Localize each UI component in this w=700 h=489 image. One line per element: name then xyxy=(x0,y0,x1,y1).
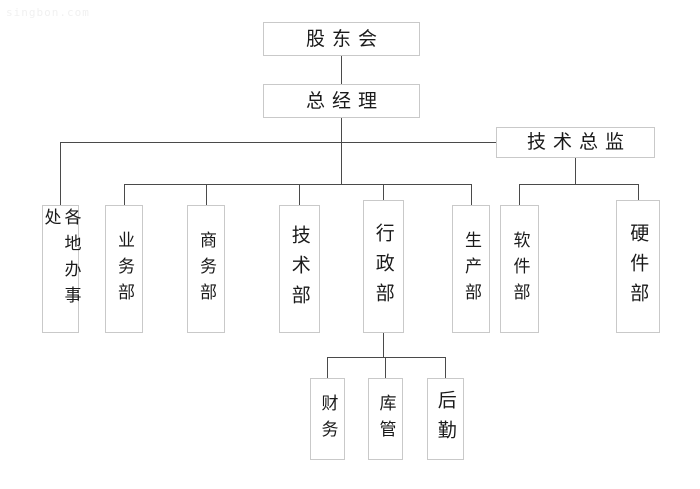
node-finance[interactable]: 财务 xyxy=(310,378,345,460)
connector-drop-technical-dept xyxy=(299,184,300,205)
node-regional-offices[interactable]: 各地办事处 xyxy=(41,205,81,333)
node-tech-director[interactable]: 技术总监 xyxy=(496,127,655,158)
connector-administration-bus xyxy=(327,357,445,358)
connector-tech-director-stem xyxy=(575,158,576,184)
node-production-dept[interactable]: 生产部 xyxy=(452,205,490,333)
node-general-manager[interactable]: 总经理 xyxy=(263,84,420,118)
connector-drop-administration-dept xyxy=(383,184,384,205)
connector-drop-production-dept xyxy=(471,184,472,205)
connector-drop-finance xyxy=(327,357,328,378)
connector-drop-warehouse xyxy=(385,357,386,378)
node-hardware-dept[interactable]: 硬件部 xyxy=(616,200,660,333)
connector-gm-bus-upper xyxy=(60,142,497,143)
connector-administration-stem xyxy=(383,332,384,357)
node-technical-dept[interactable]: 技术部 xyxy=(279,205,320,333)
node-administration-dept[interactable]: 行政部 xyxy=(363,200,404,333)
connector-gm-stem xyxy=(341,118,342,184)
node-shareholders[interactable]: 股东会 xyxy=(263,22,420,56)
node-software-dept[interactable]: 软件部 xyxy=(500,205,539,333)
connector-drop-software-dept xyxy=(519,184,520,205)
connector-drop-commerce-dept xyxy=(206,184,207,205)
node-logistics[interactable]: 后勤 xyxy=(427,378,464,460)
node-business-dept[interactable]: 业务部 xyxy=(105,205,143,333)
node-warehouse[interactable]: 库管 xyxy=(368,378,403,460)
connector-drop-logistics xyxy=(445,357,446,378)
connector-gm-bus-lower xyxy=(124,184,472,185)
connector-shareholders-to-gm xyxy=(341,56,342,84)
watermark-text: singbon.com xyxy=(6,6,90,19)
node-commerce-dept[interactable]: 商务部 xyxy=(187,205,225,333)
connector-tech-director-bus xyxy=(519,184,639,185)
connector-drop-regional-offices xyxy=(60,142,61,205)
connector-drop-business-dept xyxy=(124,184,125,205)
connector-drop-hardware-dept xyxy=(638,184,639,205)
